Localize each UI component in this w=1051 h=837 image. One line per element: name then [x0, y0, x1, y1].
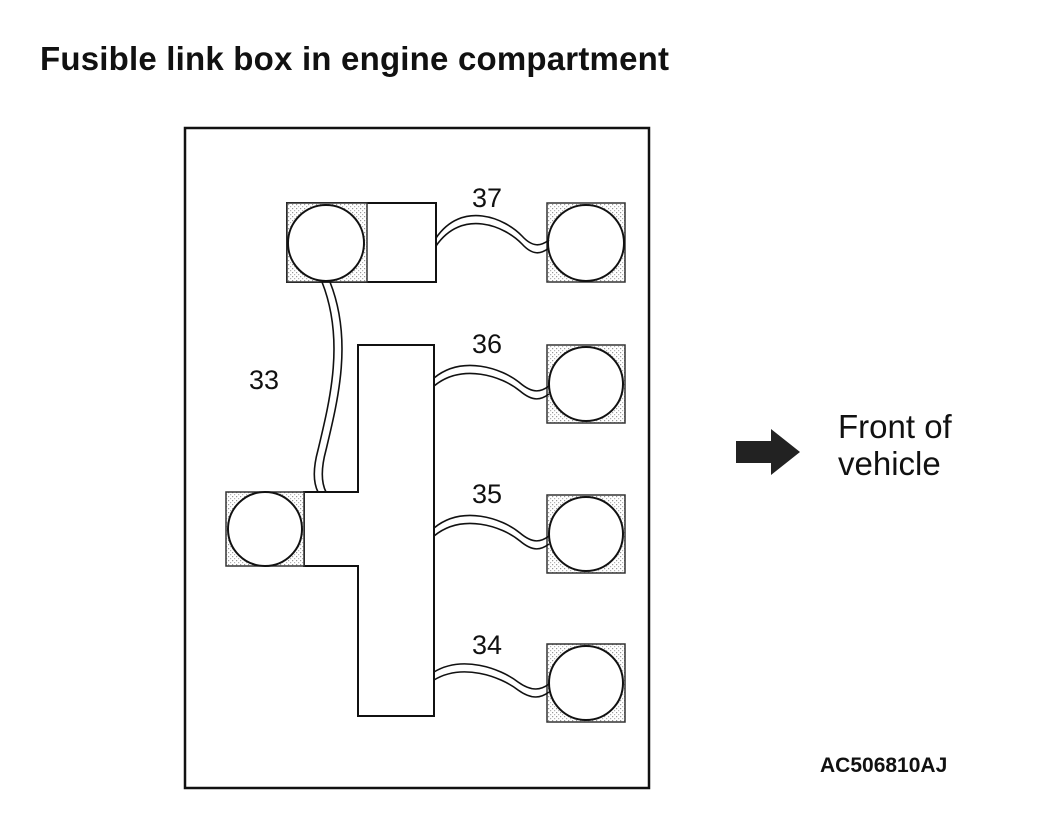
label-37: 37: [472, 183, 502, 213]
fusible-link-36: [433, 364, 550, 400]
fusible-link-37: [435, 214, 550, 254]
left-terminal: [227, 491, 303, 567]
terminal-36: [546, 344, 626, 424]
front-arrow-icon: [736, 429, 800, 475]
label-36: 36: [472, 329, 502, 359]
top-terminal: [287, 204, 365, 282]
fusible-link-34: [433, 663, 550, 698]
fusible-link-33: [313, 281, 343, 493]
fusible-link-box-outline: [183, 126, 651, 790]
figure-code: AC506810AJ: [820, 754, 947, 777]
terminal-37: [546, 202, 626, 283]
bus-bar: [303, 344, 435, 717]
label-33: 33: [249, 365, 279, 395]
terminal-34: [546, 643, 626, 723]
fusible-link-35: [433, 514, 550, 550]
label-34: 34: [472, 630, 502, 660]
terminal-35: [546, 494, 626, 574]
diagram-title: Fusible link box in engine compartment: [40, 40, 670, 77]
front-of-vehicle-line1: Front of: [838, 408, 953, 445]
label-35: 35: [472, 479, 502, 509]
front-of-vehicle-line2: vehicle: [838, 445, 941, 482]
